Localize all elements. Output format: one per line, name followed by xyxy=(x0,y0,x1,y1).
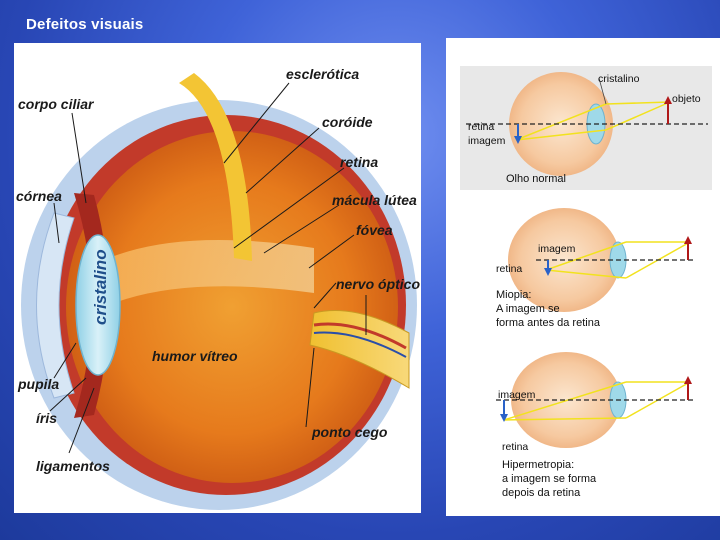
eye-anatomy-diagram: esclerótica corpo ciliar coróide retina … xyxy=(16,66,420,510)
normal-label-retina: retina xyxy=(468,121,494,133)
retina-band-shape xyxy=(179,73,252,261)
myopia-caption-3: forma antes da retina xyxy=(496,317,601,329)
normal-label-objeto: objeto xyxy=(672,93,701,105)
label-nervo-optico: nervo óptico xyxy=(336,276,420,292)
label-fovea: fóvea xyxy=(356,222,393,238)
label-ligamentos: ligamentos xyxy=(36,458,110,474)
label-pupila: pupila xyxy=(17,376,59,392)
leader-lines xyxy=(49,82,367,454)
label-corpo-ciliar: corpo ciliar xyxy=(18,96,95,112)
label-ponto-cego: ponto cego xyxy=(311,424,388,440)
normal-label-cristalino: cristalino xyxy=(598,73,640,85)
page-title: Defeitos visuais xyxy=(26,16,144,33)
vitreous-shape xyxy=(66,131,398,483)
normal-label-imagem: imagem xyxy=(468,135,506,147)
label-iris: íris xyxy=(36,410,57,426)
lens-shape xyxy=(75,234,121,376)
myopia-section: imagem retina Miopia: A imagem se forma … xyxy=(496,208,694,329)
vision-defects-diagram: cristalino objeto retina imagem Olho nor… xyxy=(460,66,712,499)
label-retina: retina xyxy=(340,154,378,170)
optic-nerve-shape xyxy=(309,310,410,389)
label-macula: mácula lútea xyxy=(332,192,417,208)
myopia-caption-2: A imagem se xyxy=(496,303,560,315)
eye-anatomy-panel: esclerótica corpo ciliar coróide retina … xyxy=(14,43,421,513)
normal-caption: Olho normal xyxy=(506,173,566,185)
cornea-shape xyxy=(36,212,75,399)
hyperopia-caption-2: a imagem se forma xyxy=(502,473,597,485)
vision-defects-panel: cristalino objeto retina imagem Olho nor… xyxy=(446,38,720,516)
normal-eye-section: cristalino objeto retina imagem Olho nor… xyxy=(460,66,712,190)
myopia-label-retina: retina xyxy=(496,263,522,275)
label-cristalino: cristalino xyxy=(91,249,110,325)
hyperopia-section: imagem retina Hipermetropia: a imagem se… xyxy=(496,352,694,499)
label-esclerotica: esclerótica xyxy=(286,66,359,82)
hyperopia-label-retina: retina xyxy=(502,441,528,453)
normal-eyeball xyxy=(509,72,613,176)
cross-section-shape xyxy=(109,240,314,305)
hyperopia-label-imagem: imagem xyxy=(498,389,536,401)
hyperopia-caption-1: Hipermetropia: xyxy=(502,459,574,471)
label-coroide: coróide xyxy=(322,114,373,130)
nerve-vessel-blue xyxy=(313,331,407,358)
myopia-caption-1: Miopia: xyxy=(496,289,531,301)
hyperopia-caption-3: depois da retina xyxy=(502,487,581,499)
myopia-label-imagem: imagem xyxy=(538,243,576,255)
label-humor-vitreo: humor vítreo xyxy=(152,348,238,364)
label-cornea: córnea xyxy=(16,188,62,204)
nerve-vessel-red xyxy=(313,322,407,350)
